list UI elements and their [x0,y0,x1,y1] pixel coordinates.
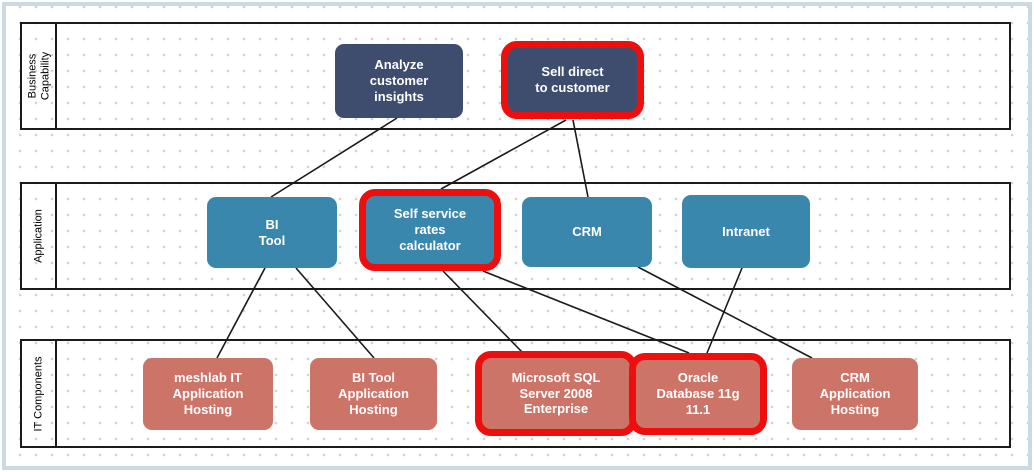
edge-self-service-rates-calculator--oracle-database-11g[interactable] [482,270,690,354]
edge-self-service-rates-calculator--microsoft-sql-server-2008-enterprise[interactable] [442,270,525,355]
node-self-service-rates-calculator[interactable]: Self service rates calculator [359,189,501,271]
node-bi-tool[interactable]: BI Tool [207,197,337,268]
edge-intranet--oracle-database-11g[interactable] [706,267,743,354]
node-bi-tool-application-hosting[interactable]: BI Tool Application Hosting [310,358,437,430]
node-sell-direct-to-customer[interactable]: Sell direct to customer [501,41,644,119]
edge-bi-tool--meshlab-it-application-hosting[interactable] [216,267,266,359]
lane-business-capability[interactable]: Business Capability [20,22,1011,130]
node-label: Sell direct to customer [535,64,610,95]
node-crm-application-hosting[interactable]: CRM Application Hosting [792,358,918,430]
lane-header-it-components: IT Components [22,341,57,446]
node-label: BI Tool [258,216,286,248]
node-label: CRM Application Hosting [819,370,891,417]
node-label: CRM [572,224,602,240]
node-label: meshlab IT Application Hosting [172,370,244,417]
node-analyze-customer-insights[interactable]: Analyze customer insights [335,44,463,118]
node-label: Analyze customer insights [369,57,429,104]
node-label: Microsoft SQL Server 2008 Enterprise [511,369,601,417]
edge-bi-tool--bi-tool-application-hosting[interactable] [295,267,375,359]
edge-crm--crm-application-hosting[interactable] [637,266,813,359]
lane-header-business-capability: Business Capability [22,24,57,128]
edge-analyze-customer-insights--bi-tool[interactable] [270,117,398,198]
node-oracle-database-11g[interactable]: Oracle Database 11g 11.1 [629,353,767,435]
node-crm[interactable]: CRM [522,197,652,267]
node-microsoft-sql-server-2008-enterprise[interactable]: Microsoft SQL Server 2008 Enterprise [475,351,637,436]
lane-it-components[interactable]: IT Components [20,339,1011,448]
node-label: Intranet [722,223,770,239]
lane-header-application: Application [22,184,57,288]
lane-application[interactable]: Application [20,182,1011,290]
node-label: Self service rates calculator [393,206,467,253]
node-label: BI Tool Application Hosting [338,370,409,417]
edge-sell-direct-to-customer--self-service-rates-calculator[interactable] [440,119,567,190]
node-meshlab-it-application-hosting[interactable]: meshlab IT Application Hosting [143,358,273,430]
edge-sell-direct-to-customer--crm[interactable] [572,119,589,198]
node-intranet[interactable]: Intranet [682,195,810,268]
node-label: Oracle Database 11g 11.1 [656,370,740,417]
